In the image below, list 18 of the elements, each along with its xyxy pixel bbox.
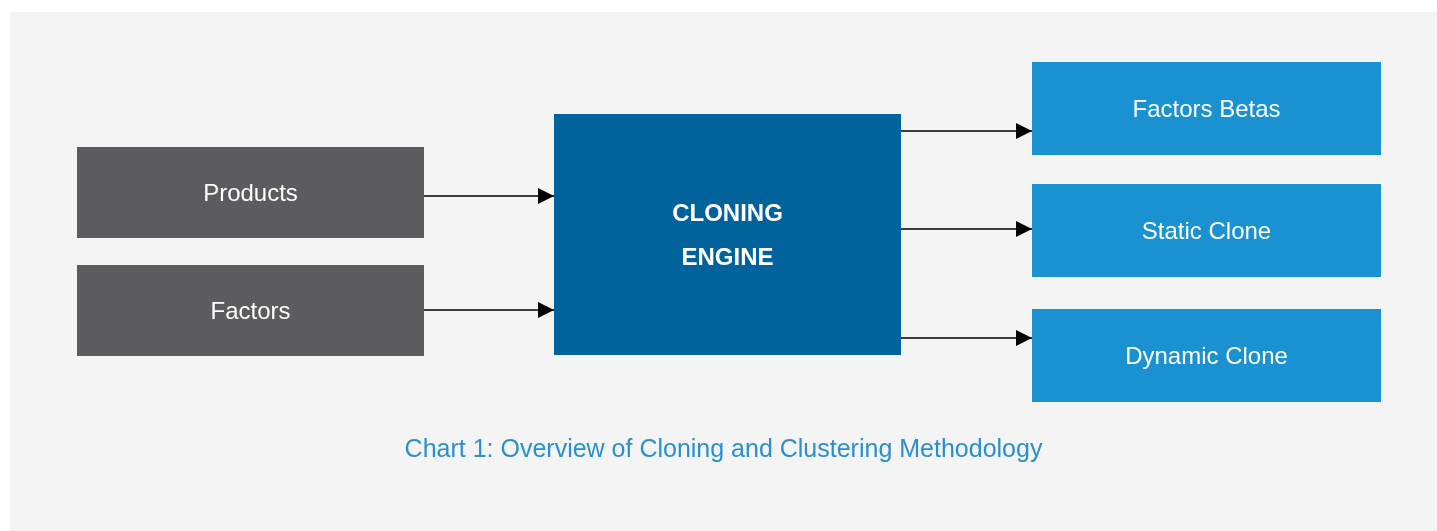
output-box — [1032, 309, 1381, 402]
node-label: Factors — [210, 295, 291, 326]
arrow — [900, 123, 1033, 139]
arrow — [423, 188, 555, 204]
process-box — [554, 114, 901, 355]
arrow — [900, 330, 1033, 346]
input-box — [77, 265, 424, 356]
output-box — [1032, 184, 1381, 277]
arrow — [900, 221, 1033, 237]
node-label: Products — [203, 177, 298, 208]
caption: Chart 1: Overview of Cloning and Clustering Methodology — [404, 434, 1043, 462]
node-label: Static Clone — [1141, 215, 1272, 246]
node-label: CLONING ENGINE — [671, 198, 784, 272]
node-label: Factors Betas — [1132, 93, 1281, 124]
input-box — [77, 147, 424, 238]
node-label: Dynamic Clone — [1125, 340, 1288, 371]
output-box — [1032, 62, 1381, 155]
arrow — [423, 302, 555, 318]
